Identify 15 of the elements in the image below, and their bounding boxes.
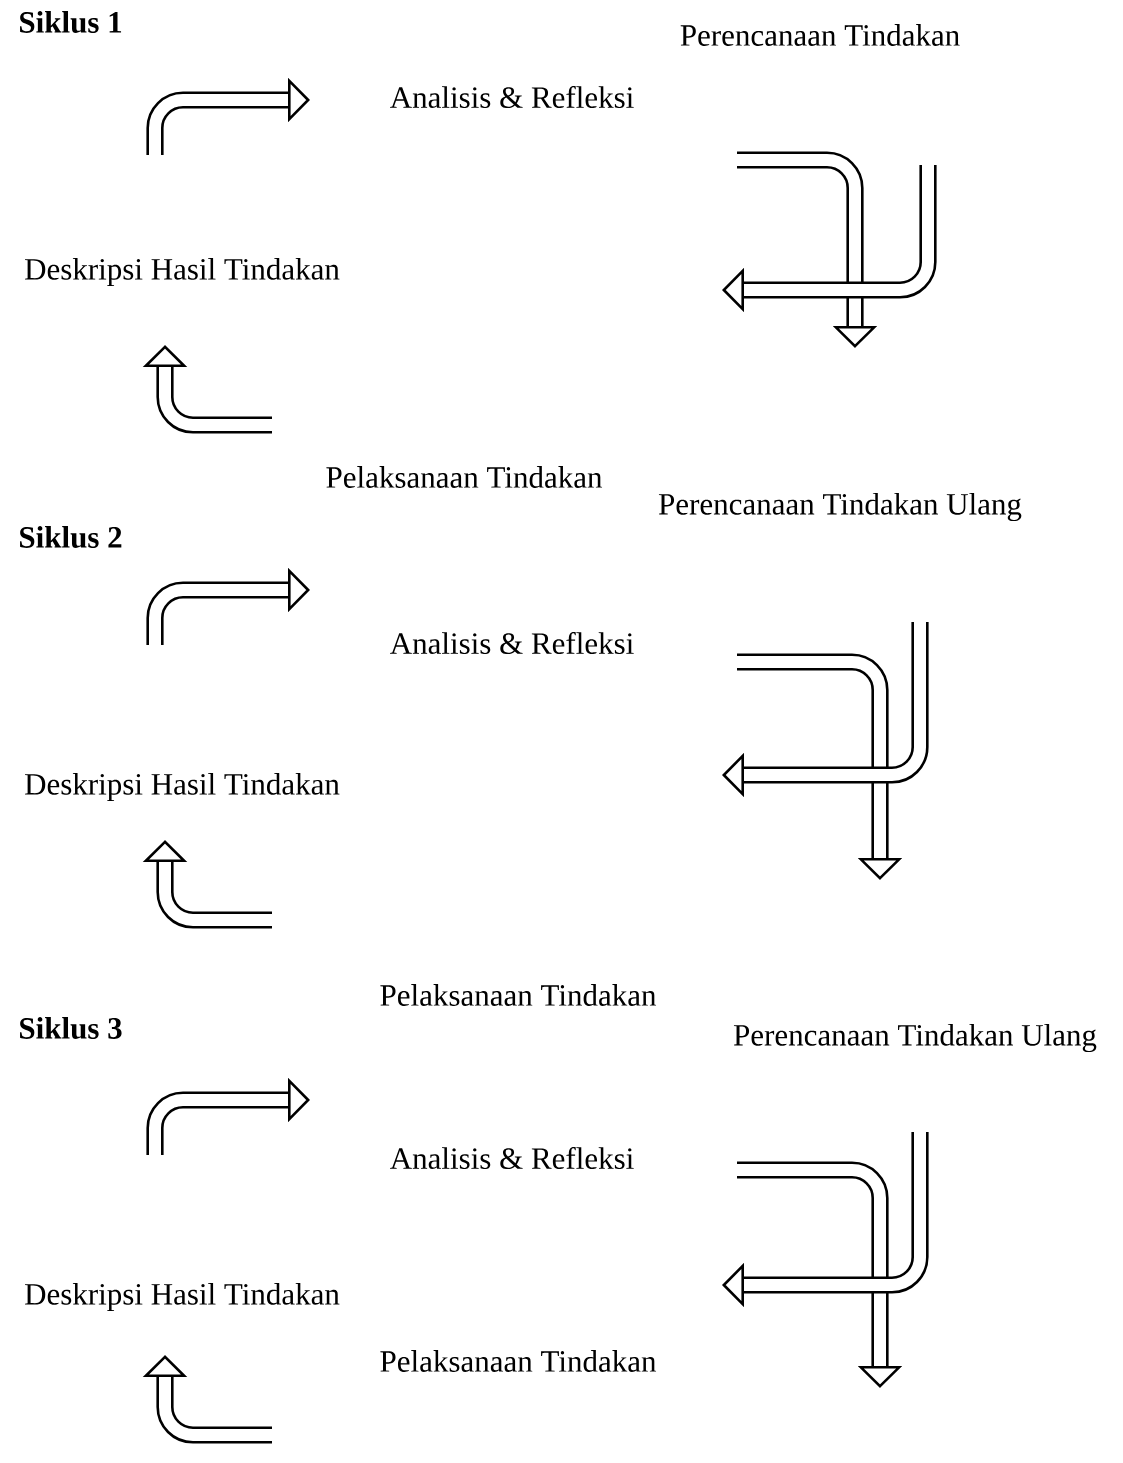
step-text: Analisis & Refleksi: [390, 1146, 634, 1170]
step-text: Deskripsi Hasil Tindakan: [25, 257, 340, 287]
step-text: Pelaksanaan Tindakan: [380, 984, 657, 1006]
cycle-heading: Siklus 3: [20, 1017, 122, 1039]
step-text: Deskripsi Hasil Tindakan: [25, 772, 340, 802]
step-text: Pelaksanaan Tindakan: [380, 1350, 657, 1372]
step-text: Deskripsi Hasil Tindakan: [25, 1282, 340, 1312]
step-text: Analisis & Refleksi: [390, 631, 634, 655]
step-text: Perencanaan Tindakan Ulang: [733, 1023, 1097, 1053]
step-text: Perencanaan Tindakan Ulang: [658, 492, 1022, 522]
cycle-heading: Siklus 2: [20, 526, 122, 548]
step-text: Perencanaan Tindakan: [680, 24, 960, 46]
step-text: Pelaksanaan Tindakan: [326, 466, 603, 488]
step-text: Analisis & Refleksi: [390, 85, 634, 109]
cycle-heading: Siklus 1: [20, 11, 122, 33]
